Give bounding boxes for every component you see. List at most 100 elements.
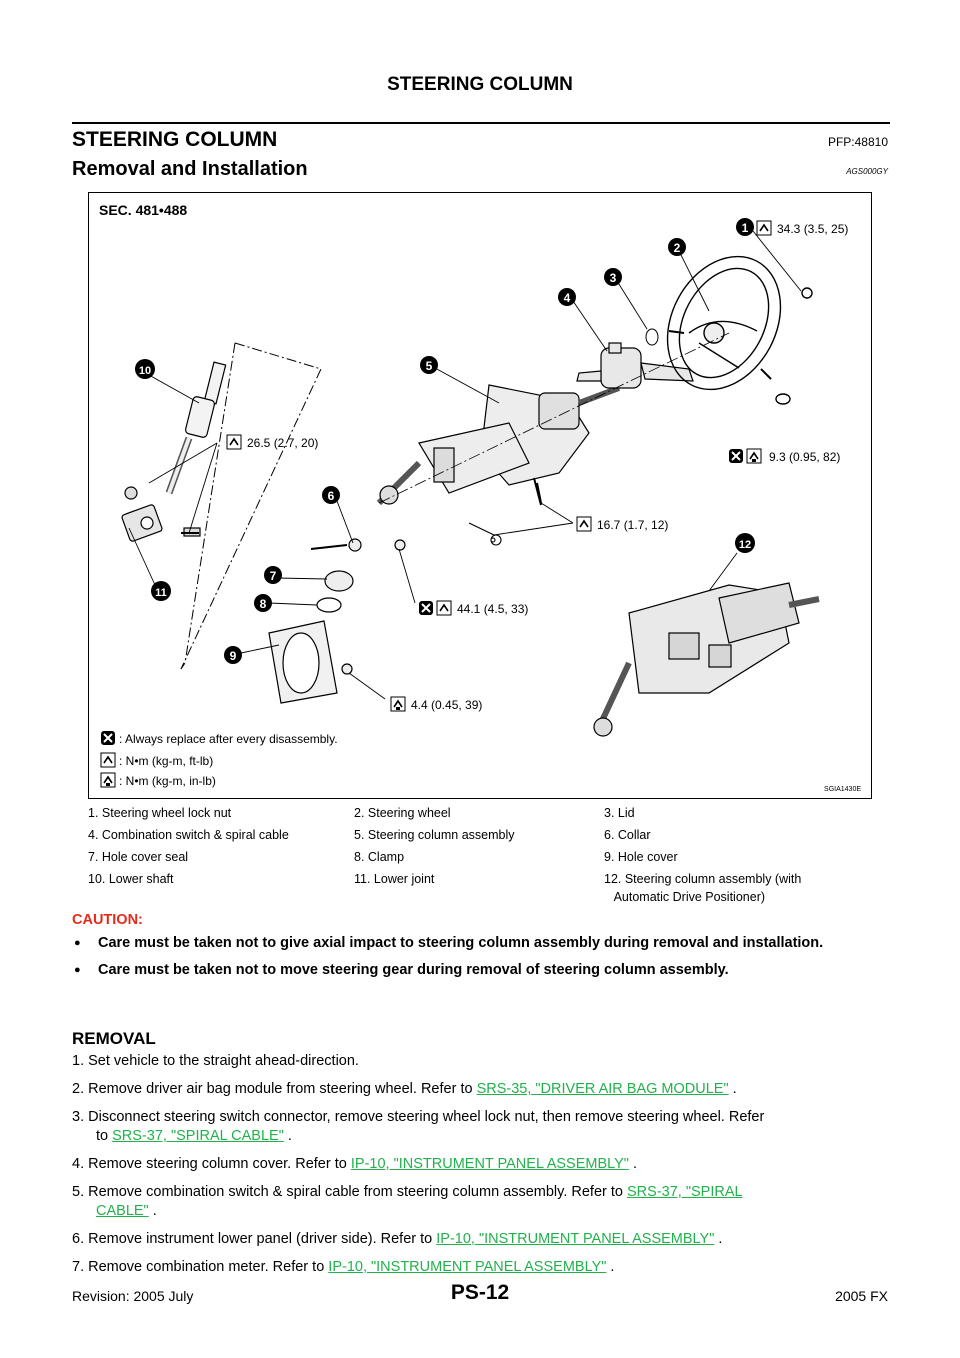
ip-10-link[interactable]: IP-10, "INSTRUMENT PANEL ASSEMBLY" — [328, 1259, 607, 1275]
svg-text:6: 6 — [328, 489, 335, 503]
fastener-drawings — [468, 482, 542, 546]
svg-text:3: 3 — [610, 271, 617, 285]
part-item: 3. Lid — [604, 806, 635, 820]
legend-replace: : Always replace after every disassembly… — [119, 732, 338, 746]
ip-10-link[interactable]: IP-10, "INSTRUMENT PANEL ASSEMBLY" — [350, 1156, 629, 1172]
torque-value-2: 26.5 (2.7, 20) — [247, 436, 318, 450]
svg-text:5: 5 — [426, 359, 433, 373]
torque-value-6: 4.4 (0.45, 39) — [411, 698, 482, 712]
torque-inlb-icon — [390, 696, 406, 712]
steering-column-adp-drawing — [593, 582, 820, 737]
callout-2: 2 — [668, 238, 686, 256]
callout-5: 5 — [420, 356, 438, 374]
page-number: PS-12 — [450, 1281, 510, 1304]
lid-drawing — [645, 328, 659, 346]
torque-inlb-icon — [746, 448, 762, 464]
combination-switch-drawing — [576, 342, 694, 389]
srs-37-link[interactable]: SRS-37, "SPIRAL CABLE" — [112, 1128, 284, 1144]
step-7: 7. Remove combination meter. Refer to IP… — [72, 1259, 615, 1275]
pfp-code: PFP:48810 — [827, 135, 888, 149]
callout-10: 10 — [135, 359, 155, 379]
running-header-title: STEERING COLUMN — [387, 74, 573, 95]
torque-ftlb-icon — [756, 220, 772, 236]
torque-value-3: 9.3 (0.95, 82) — [769, 450, 840, 464]
figure-id: SGIA1430E — [824, 786, 861, 793]
torque-ftlb-icon — [576, 516, 592, 532]
part-item: 6. Collar — [604, 828, 651, 842]
svg-text:4: 4 — [564, 291, 571, 305]
srs-37-link-cont[interactable]: CABLE" — [96, 1203, 149, 1219]
caution-item: Care must be taken not to move steering … — [72, 961, 890, 980]
step-1: 1. Set vehicle to the straight ahead-dir… — [72, 1053, 359, 1069]
svg-text:2: 2 — [674, 241, 681, 255]
callout-3: 3 — [604, 268, 622, 286]
part-item: 8. Clamp — [354, 850, 405, 864]
callout-8: 8 — [254, 594, 272, 612]
torque-value-1: 34.3 (3.5, 25) — [777, 222, 848, 236]
legend-nm-ftlb: : N•m (kg-m, ft-lb) — [119, 754, 213, 768]
callout-7: 7 — [264, 566, 282, 584]
callout-6: 6 — [322, 486, 340, 504]
table-row: 1. Steering wheel lock nut 2. Steering w… — [88, 806, 872, 828]
legend-nm-inlb: : N•m (kg-m, in-lb) — [119, 774, 216, 788]
lower-shaft-drawing — [124, 361, 227, 500]
subsection-title: Removal and Installation — [72, 158, 308, 180]
srs-37-link[interactable]: SRS-37, "SPIRAL — [627, 1184, 743, 1200]
svg-text:9: 9 — [230, 649, 237, 663]
svg-text:12: 12 — [739, 539, 751, 551]
leader-lines — [128, 230, 802, 700]
torque-ftlb-icon — [100, 752, 116, 768]
steering-column-assembly-drawing — [376, 384, 621, 506]
table-row: 10. Lower shaft 11. Lower joint 12. Stee… — [88, 872, 872, 890]
axis-centerline — [378, 332, 730, 504]
callout-4: 4 — [558, 288, 576, 306]
torque-value-5: 44.1 (4.5, 33) — [457, 602, 528, 616]
step-2: 2. Remove driver air bag module from ste… — [72, 1081, 737, 1097]
caution-label: CAUTION: — [72, 912, 143, 928]
part-item: 4. Combination switch & spiral cable — [88, 828, 289, 842]
bolt-drawing — [668, 330, 685, 334]
boundary-line — [180, 342, 322, 670]
srs-35-link[interactable]: SRS-35, "DRIVER AIR BAG MODULE" — [476, 1081, 729, 1097]
caution-item: Care must be taken not to give axial imp… — [72, 934, 890, 953]
section-title: STEERING COLUMN — [72, 128, 278, 151]
removal-heading: REMOVAL — [72, 1029, 156, 1048]
model-text: 2005 FX — [835, 1288, 888, 1304]
part-item: 2. Steering wheel — [354, 806, 451, 820]
replace-icon — [419, 601, 433, 615]
part-item: 9. Hole cover — [604, 850, 678, 864]
part-item: 12. Steering column assembly (with — [604, 872, 802, 886]
hole-cover-parts-drawing — [181, 532, 406, 704]
step-6: 6. Remove instrument lower panel (driver… — [72, 1231, 723, 1247]
step-4: 4. Remove steering column cover. Refer t… — [72, 1156, 638, 1172]
callout-12: 12 — [735, 533, 755, 553]
part-item: 11. Lower joint — [354, 872, 435, 886]
part-item: 10. Lower shaft — [88, 872, 174, 886]
svg-text:7: 7 — [270, 569, 277, 583]
torque-inlb-icon — [100, 772, 116, 788]
callout-11: 11 — [151, 581, 171, 601]
sec-label: SEC. 481•488 — [99, 202, 187, 218]
removal-steps: 1. Set vehicle to the straight ahead-dir… — [72, 1052, 890, 1286]
replace-icon — [101, 731, 115, 745]
table-row: Automatic Drive Positioner) — [88, 890, 872, 908]
callout-1: 1 — [736, 218, 754, 236]
header-rule — [72, 122, 890, 124]
table-row: 7. Hole cover seal 8. Clamp 9. Hole cove… — [88, 850, 872, 872]
part-item: 7. Hole cover seal — [88, 850, 189, 864]
exploded-view-figure: SEC. 481•488 — [88, 192, 872, 799]
svg-text:10: 10 — [139, 365, 151, 377]
subsection-code: AGS000GY — [846, 167, 888, 176]
part-item: 5. Steering column assembly — [354, 828, 515, 842]
part-item-continuation: Automatic Drive Positioner) — [613, 890, 766, 904]
svg-text:8: 8 — [260, 597, 267, 611]
revision-text: Revision: 2005 July — [72, 1288, 194, 1304]
torque-value-4: 16.7 (1.7, 12) — [597, 518, 668, 532]
steering-column-diagram: SEC. 481•488 — [99, 202, 861, 793]
parts-legend-table: 1. Steering wheel lock nut 2. Steering w… — [88, 806, 872, 908]
torque-ftlb-icon — [436, 600, 452, 616]
table-row: 4. Combination switch & spiral cable 5. … — [88, 828, 872, 850]
ip-10-link[interactable]: IP-10, "INSTRUMENT PANEL ASSEMBLY" — [436, 1231, 715, 1247]
step-3: 3. Disconnect steering switch connector,… — [72, 1109, 765, 1144]
callout-9: 9 — [224, 646, 242, 664]
